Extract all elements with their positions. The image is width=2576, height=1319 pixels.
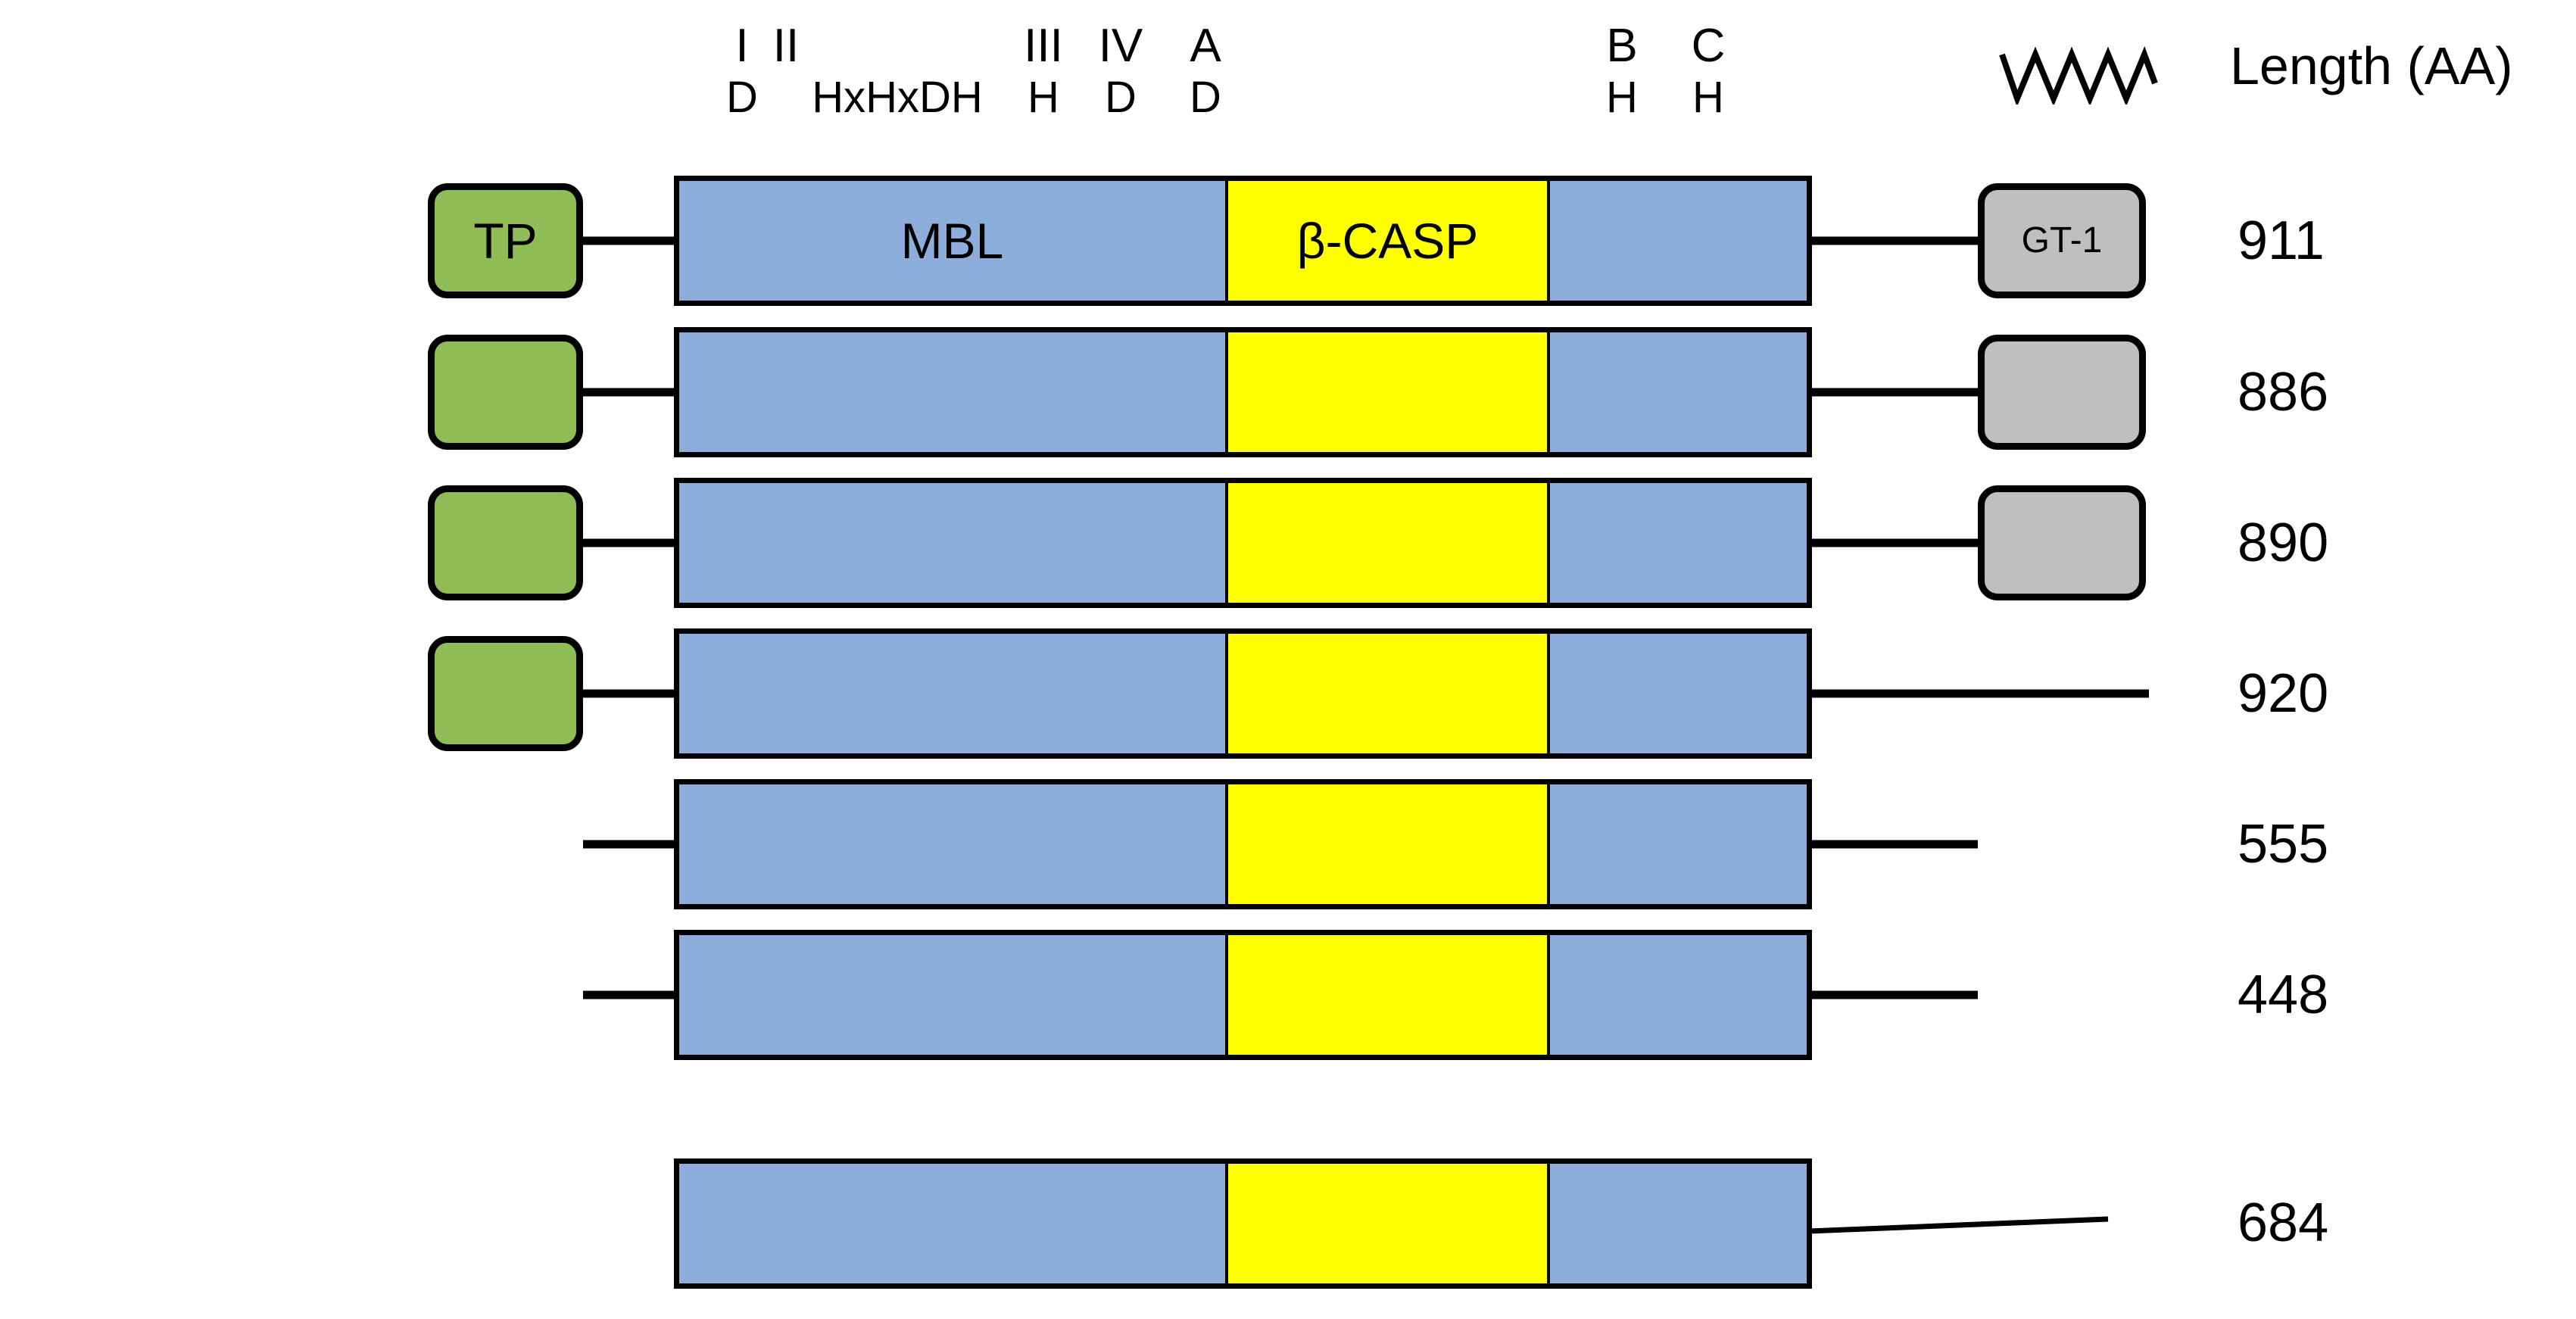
linker-mbl-to-gt1-grape [1810, 388, 1980, 397]
squiggle-linker-icon [1999, 44, 2158, 108]
motif-residue-I: D [726, 73, 758, 122]
mbl-domain-box-b-subtilis [674, 779, 1228, 909]
linker-cterm-tail-chlamy [1810, 689, 2149, 698]
beta-casp-domain-box-cottonwood [1225, 478, 1550, 608]
motif-residue-A: D [1190, 73, 1221, 122]
beta-casp-domain-box-m-jannaschii [1225, 930, 1550, 1060]
mbl-cterm-box-m-jannaschii [1547, 930, 1812, 1060]
linker-nterm-stub-b-subtilis [583, 840, 675, 849]
linker-mbl-to-gt1-cottonwood [1810, 538, 1980, 547]
motif-roman-B: B [1606, 20, 1638, 72]
length-value-b-subtilis: 555 [2238, 814, 2329, 875]
beta-casp-domain-box-cpsf73 [1225, 1158, 1550, 1289]
length-value-m-jannaschii: 448 [2238, 965, 2329, 1025]
linker-mbl-to-gt1-arabidopsis [1810, 236, 1980, 245]
motif-roman-C: C [1691, 20, 1726, 72]
beta-casp-domain-box-b-subtilis [1225, 779, 1550, 909]
mbl-domain-box-cpsf73 [674, 1158, 1228, 1289]
transit-peptide-box-chlamy [428, 636, 583, 751]
beta-casp-domain-box-chlamy [1225, 628, 1550, 759]
gt1-domain-box-grape [1978, 335, 2146, 450]
mbl-cterm-box-grape [1547, 327, 1812, 457]
length-value-cottonwood: 890 [2238, 513, 2329, 573]
motif-roman-II: II [772, 20, 800, 72]
mbl-domain-label: MBL [900, 213, 1004, 269]
gt1-domain-label: GT-1 [2021, 220, 2103, 260]
linker-tp-to-mbl-arabidopsis [583, 236, 675, 245]
length-value-chlamy: 920 [2238, 663, 2329, 724]
linker-cterm-tail-cpsf73 [1807, 1204, 2111, 1242]
transit-peptide-box-arabidopsis: TP [428, 183, 583, 298]
motif-residue-III: H [1028, 73, 1059, 122]
motif-roman-III: III [1024, 20, 1063, 72]
gt1-domain-box-arabidopsis: GT-1 [1978, 183, 2146, 298]
mbl-domain-box-m-jannaschii [674, 930, 1228, 1060]
transit-peptide-box-cottonwood [428, 485, 583, 600]
length-value-grape: 886 [2238, 362, 2329, 423]
mbl-cterm-box-chlamy [1547, 628, 1812, 759]
motif-residue-C: H [1692, 73, 1724, 122]
mbl-domain-box-grape [674, 327, 1228, 457]
transit-peptide-box-grape [428, 335, 583, 450]
mbl-domain-box-cottonwood [674, 478, 1228, 608]
mbl-cterm-box-cpsf73 [1547, 1158, 1812, 1289]
length-value-arabidopsis: 911 [2238, 210, 2325, 271]
length-column-header: Length (AA) [2230, 36, 2513, 95]
transit-peptide-label: TP [473, 213, 538, 269]
motif-residue-IV: D [1105, 73, 1137, 122]
motif-residue-II: HxHxDH [812, 73, 983, 122]
linker-cterm-tail-m-jannaschii [1810, 990, 1978, 999]
linker-cterm-tail-b-subtilis [1810, 840, 1978, 849]
beta-casp-domain-label: β-CASP [1296, 213, 1479, 269]
beta-casp-domain-box-grape [1225, 327, 1550, 457]
motif-roman-I: I [735, 20, 749, 72]
linker-tp-to-mbl-chlamy [583, 689, 675, 698]
mbl-cterm-box-cottonwood [1547, 478, 1812, 608]
motif-roman-A: A [1190, 20, 1221, 72]
gt1-domain-box-cottonwood [1978, 485, 2146, 600]
mbl-domain-box-chlamy [674, 628, 1228, 759]
linker-tp-to-mbl-grape [583, 388, 675, 397]
mbl-cterm-box-arabidopsis [1547, 176, 1812, 306]
mbl-domain-box-arabidopsis: MBL [674, 176, 1228, 306]
linker-nterm-stub-m-jannaschii [583, 990, 675, 999]
linker-tp-to-mbl-cottonwood [583, 538, 675, 547]
beta-casp-domain-box-arabidopsis: β-CASP [1225, 176, 1550, 306]
motif-residue-B: H [1606, 73, 1638, 122]
motif-roman-IV: IV [1098, 20, 1143, 72]
length-value-cpsf73: 684 [2238, 1193, 2329, 1253]
mbl-cterm-box-b-subtilis [1547, 779, 1812, 909]
